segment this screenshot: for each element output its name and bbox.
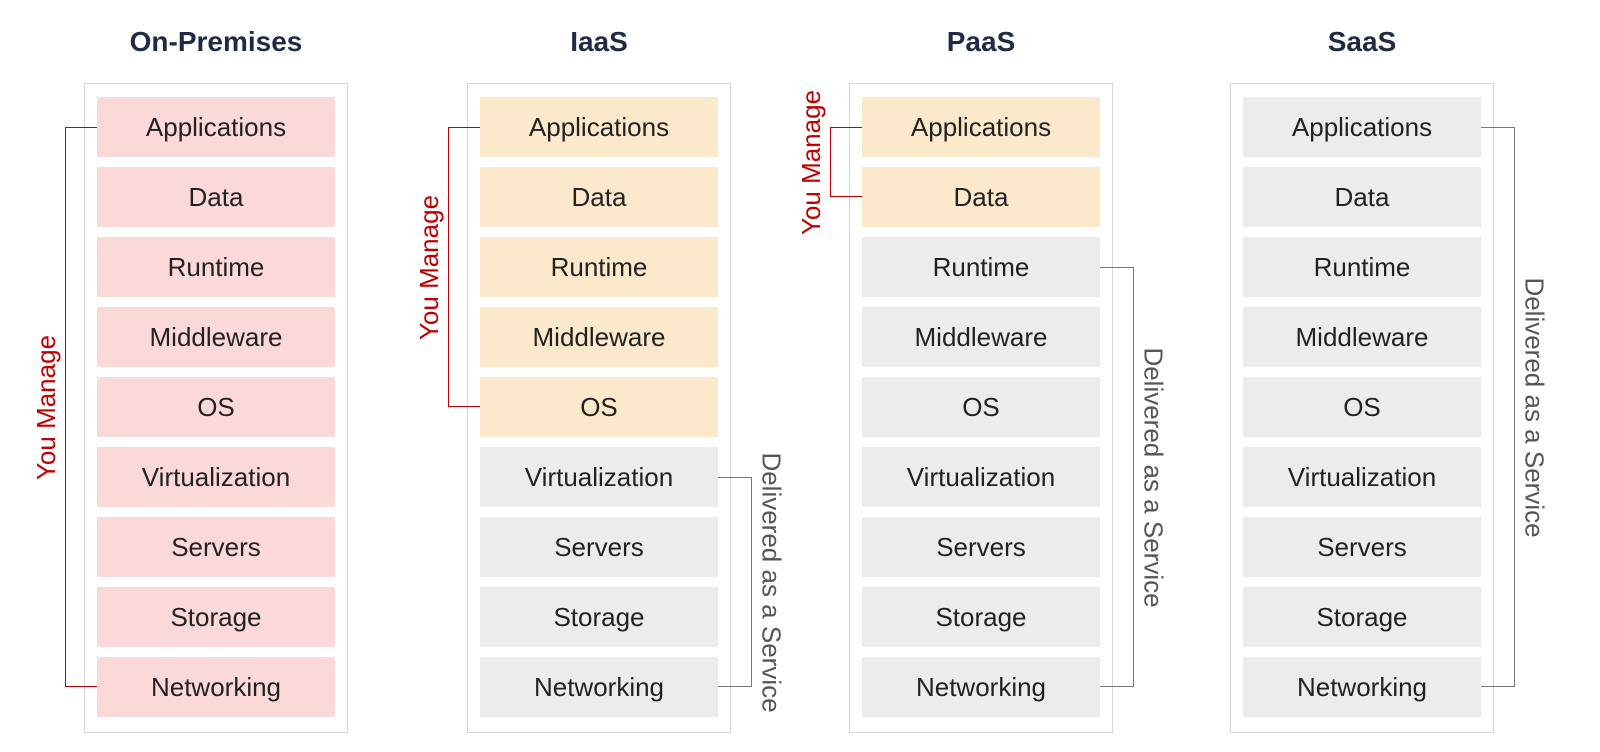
iaas-layer-os: OS bbox=[480, 377, 718, 437]
saas-delivered-label: Delivered as a Service bbox=[1519, 276, 1550, 538]
iaas-you-manage-label: You Manage bbox=[413, 194, 444, 340]
on-premises-layer-virtualization: Virtualization bbox=[97, 447, 335, 507]
paas-layer-storage: Storage bbox=[862, 587, 1100, 647]
saas-layer-runtime: Runtime bbox=[1243, 237, 1481, 297]
iaas-delivered-bracket bbox=[718, 477, 752, 687]
saas-layer-data: Data bbox=[1243, 167, 1481, 227]
paas-layer-os: OS bbox=[862, 377, 1100, 437]
paas-layer-data: Data bbox=[862, 167, 1100, 227]
on-premises-layer-runtime: Runtime bbox=[97, 237, 335, 297]
iaas-you-manage-bracket bbox=[448, 127, 480, 407]
iaas-layer-applications: Applications bbox=[480, 97, 718, 157]
iaas-layer-servers: Servers bbox=[480, 517, 718, 577]
paas-layer-networking: Networking bbox=[862, 657, 1100, 717]
paas-layer-middleware: Middleware bbox=[862, 307, 1100, 367]
on-premises-title: On-Premises bbox=[129, 26, 303, 57]
on-premises-layer-networking: Networking bbox=[97, 657, 335, 717]
paas-layer-virtualization: Virtualization bbox=[862, 447, 1100, 507]
paas-layer-applications: Applications bbox=[862, 97, 1100, 157]
on-premises-layer-storage: Storage bbox=[97, 587, 335, 647]
iaas-title: IaaS bbox=[570, 26, 628, 57]
iaas-layer-storage: Storage bbox=[480, 587, 718, 647]
on-premises-you-manage-label: You Manage bbox=[30, 334, 61, 480]
saas-layer-networking: Networking bbox=[1243, 657, 1481, 717]
on-premises-layer-data: Data bbox=[97, 167, 335, 227]
iaas-layer-data: Data bbox=[480, 167, 718, 227]
saas-layer-applications: Applications bbox=[1243, 97, 1481, 157]
paas-title: PaaS bbox=[946, 26, 1016, 57]
saas-delivered-bracket bbox=[1481, 127, 1515, 687]
on-premises-layer-applications: Applications bbox=[97, 97, 335, 157]
iaas-layer-virtualization: Virtualization bbox=[480, 447, 718, 507]
saas-title: SaaS bbox=[1327, 26, 1397, 57]
on-premises-you-manage-bracket bbox=[65, 127, 97, 687]
paas-layer-runtime: Runtime bbox=[862, 237, 1100, 297]
paas-layer-servers: Servers bbox=[862, 517, 1100, 577]
on-premises-layer-servers: Servers bbox=[97, 517, 335, 577]
iaas-delivered-label: Delivered as a Service bbox=[756, 451, 787, 713]
on-premises-layer-os: OS bbox=[97, 377, 335, 437]
saas-layer-middleware: Middleware bbox=[1243, 307, 1481, 367]
on-premises-layer-middleware: Middleware bbox=[97, 307, 335, 367]
saas-layer-virtualization: Virtualization bbox=[1243, 447, 1481, 507]
paas-delivered-label: Delivered as a Service bbox=[1138, 346, 1169, 608]
paas-you-manage-bracket bbox=[830, 127, 862, 197]
saas-layer-os: OS bbox=[1243, 377, 1481, 437]
paas-you-manage-label: You Manage bbox=[795, 89, 826, 235]
saas-layer-servers: Servers bbox=[1243, 517, 1481, 577]
saas-layer-storage: Storage bbox=[1243, 587, 1481, 647]
paas-delivered-bracket bbox=[1100, 267, 1134, 687]
iaas-layer-middleware: Middleware bbox=[480, 307, 718, 367]
iaas-layer-runtime: Runtime bbox=[480, 237, 718, 297]
iaas-layer-networking: Networking bbox=[480, 657, 718, 717]
